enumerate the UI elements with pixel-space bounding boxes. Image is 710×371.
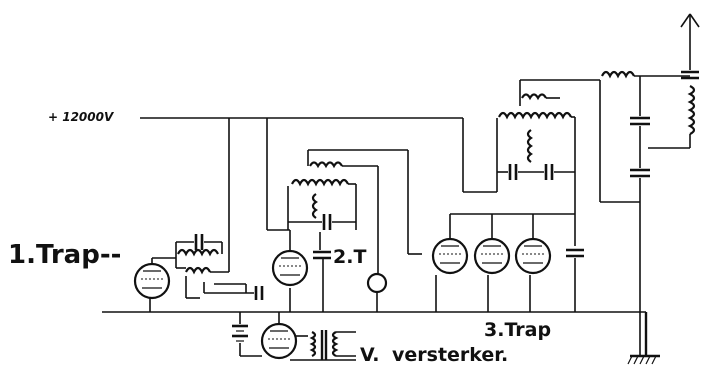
stage-2-tank-coil (287, 178, 357, 270)
stage-1-label: 1.Trap-- (8, 240, 121, 270)
stage-3-plate-bus (449, 194, 584, 312)
stage-2-meter (366, 272, 388, 294)
stage-2-coupling-coil (307, 149, 422, 274)
stage-2-label: 2.T (333, 246, 366, 268)
stage-3-tank-coil (496, 111, 576, 194)
ground-bus (102, 270, 646, 313)
hv-bus (140, 117, 497, 250)
stage-3-label: 3.Trap (484, 319, 551, 341)
amplifier-battery (232, 312, 262, 357)
amplifier-tube (260, 312, 298, 360)
amplifier-label: versterker. (392, 344, 508, 366)
stage-1-tube (133, 257, 176, 300)
antenna (648, 13, 700, 149)
voltage-label: + 12000V (48, 110, 115, 124)
stage-3-tube-1 (431, 237, 469, 275)
stage-3-tube-2 (473, 237, 511, 275)
ground-symbol (627, 354, 660, 365)
stage-3-tube-3 (514, 237, 552, 275)
stage-3-coupling-coil (519, 79, 640, 203)
antenna-circuit (601, 70, 690, 355)
amplifier-prefix-label: V. (360, 344, 379, 366)
stage-1-tank-coil (175, 234, 264, 300)
amplifier-transformer (290, 330, 356, 361)
stage-2-tube (267, 229, 309, 287)
